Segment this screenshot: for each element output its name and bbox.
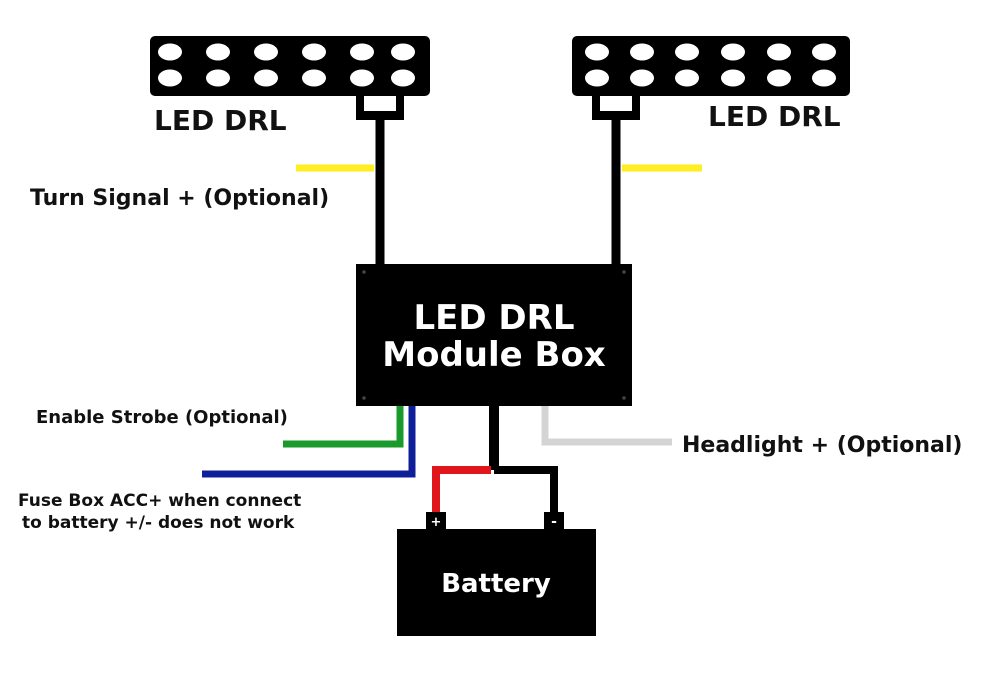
led [206, 43, 230, 61]
led [721, 69, 745, 87]
headlight-label: Headlight + (Optional) [682, 433, 962, 458]
left-drl-leds [158, 43, 415, 87]
battery-body [397, 529, 596, 636]
battery-positive-wire [432, 466, 491, 518]
battery-label: Battery [441, 569, 551, 599]
right-drl-light [572, 36, 850, 120]
led [585, 69, 609, 87]
led [812, 43, 836, 61]
battery-negative-wire [494, 466, 558, 518]
module-box-body [356, 264, 632, 406]
led [675, 69, 699, 87]
fuse-box-label-line2: to battery +/- does not work [22, 513, 295, 533]
led [158, 43, 182, 61]
fuse-box-label-line1: Fuse Box ACC+ when connect [18, 491, 301, 511]
headlight-wire [541, 406, 672, 446]
left-drl-connector-inner [364, 96, 396, 111]
enable-strobe-wire [283, 402, 404, 448]
module-box: LED DRL Module Box [356, 264, 632, 406]
led [350, 69, 374, 87]
right-drl-connector-inner [600, 96, 632, 111]
module-screw [362, 396, 366, 400]
battery: + - Battery [397, 512, 596, 636]
battery-plus-sign: + [431, 515, 442, 530]
led [630, 69, 654, 87]
led [675, 43, 699, 61]
battery-terminal-positive [426, 512, 446, 530]
led [391, 43, 415, 61]
battery-minus-sign: - [551, 514, 557, 530]
module-screw [362, 270, 366, 274]
led [254, 43, 278, 61]
led [812, 69, 836, 87]
left-drl-housing [150, 36, 430, 96]
right-drl-label: LED DRL [708, 100, 841, 133]
module-screw [622, 396, 626, 400]
led [254, 69, 278, 87]
led [302, 69, 326, 87]
enable-strobe-label: Enable Strobe (Optional) [36, 407, 288, 428]
led [767, 43, 791, 61]
left-drl-light [150, 36, 430, 120]
led [721, 43, 745, 61]
led [302, 43, 326, 61]
right-drl-leds [585, 43, 836, 87]
module-box-label-line2: Module Box [382, 335, 606, 375]
acc-wire [202, 402, 416, 478]
led [158, 69, 182, 87]
wires [202, 118, 702, 518]
led [585, 43, 609, 61]
battery-terminal-negative [544, 512, 564, 530]
right-drl-housing [572, 36, 850, 96]
module-box-label-line1: LED DRL [413, 298, 574, 338]
left-drl-label: LED DRL [154, 104, 287, 137]
led [206, 69, 230, 87]
led [391, 69, 415, 87]
led [630, 43, 654, 61]
led [767, 69, 791, 87]
turn-signal-label: Turn Signal + (Optional) [30, 186, 329, 211]
led [350, 43, 374, 61]
module-screw [622, 270, 626, 274]
